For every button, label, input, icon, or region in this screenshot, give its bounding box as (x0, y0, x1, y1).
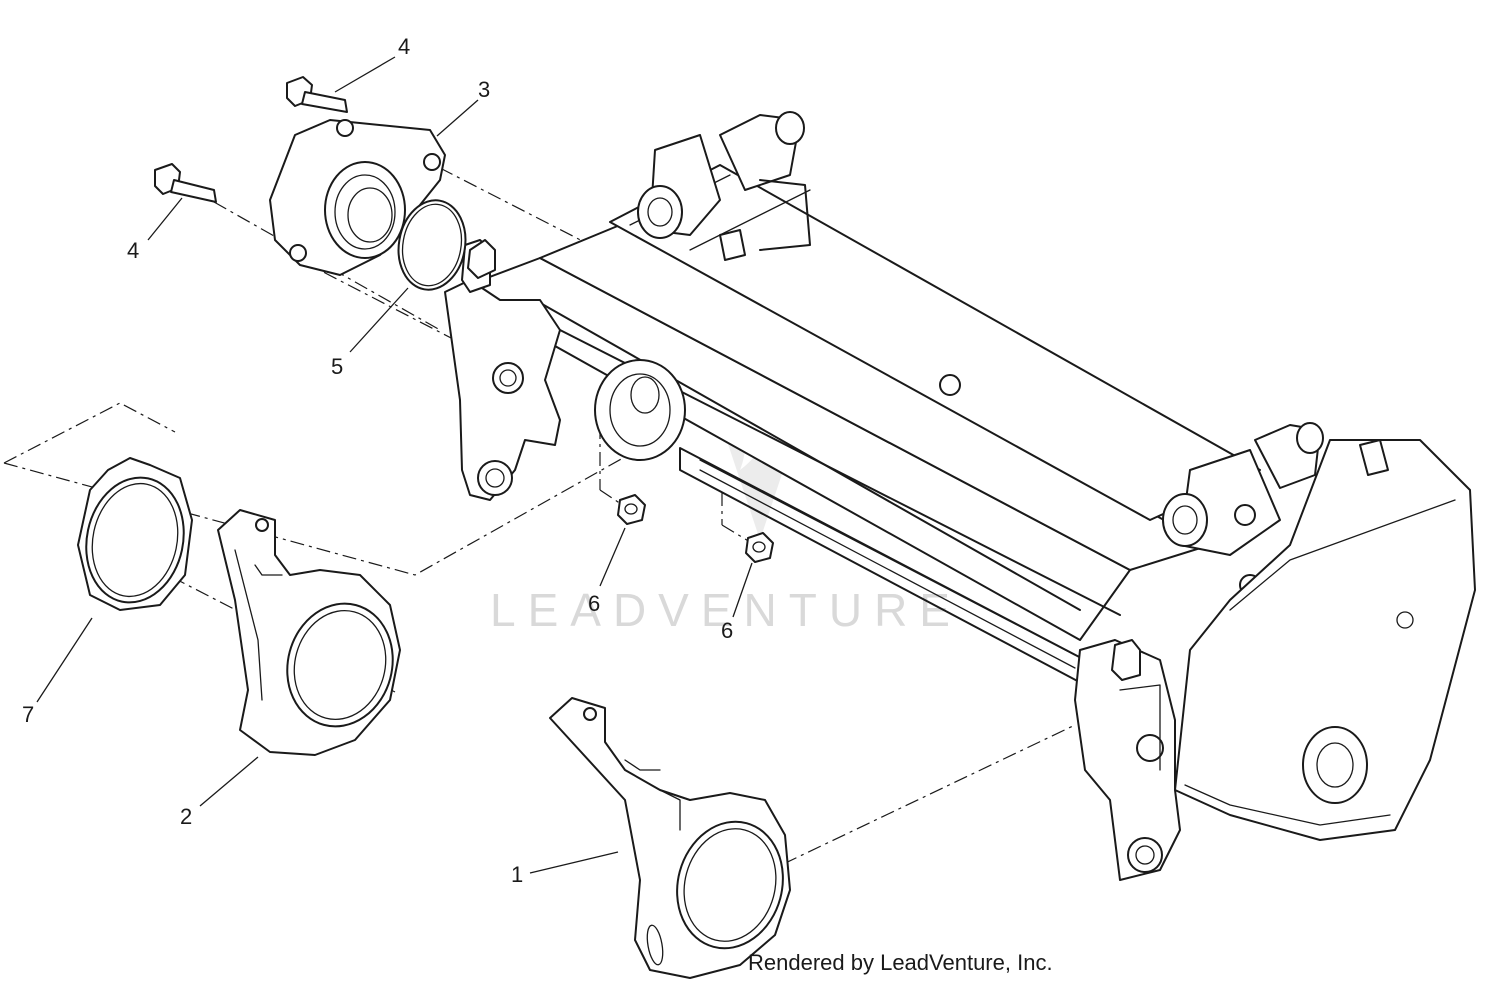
callout-labels: 4 3 4 5 6 6 7 2 1 (22, 34, 733, 887)
callout-7: 7 (22, 702, 34, 727)
retaining-ring (77, 457, 193, 611)
callout-4-upper: 4 (398, 34, 410, 59)
leader-lines (36, 56, 753, 874)
render-credit: Rendered by LeadVenture, Inc. (748, 950, 1053, 975)
flange-bearing (269, 119, 446, 276)
flange-bolt-lower (154, 163, 217, 203)
bearing-bracket-left (217, 509, 401, 756)
callout-4-lower: 4 (127, 238, 139, 263)
callout-3: 3 (478, 77, 490, 102)
watermark-text: LEADVENTURE (490, 584, 962, 636)
flange-bolt-upper (286, 76, 348, 113)
callout-2: 2 (180, 804, 192, 829)
bearing-bracket-right (549, 697, 791, 979)
callout-1: 1 (511, 862, 523, 887)
nut-right (745, 532, 774, 563)
callout-6-right: 6 (721, 618, 733, 643)
callout-6-left: 6 (588, 591, 600, 616)
nut-left (617, 494, 646, 525)
axle-frame-assembly (444, 111, 1476, 881)
snap-ring (397, 199, 467, 291)
callout-5: 5 (331, 354, 343, 379)
